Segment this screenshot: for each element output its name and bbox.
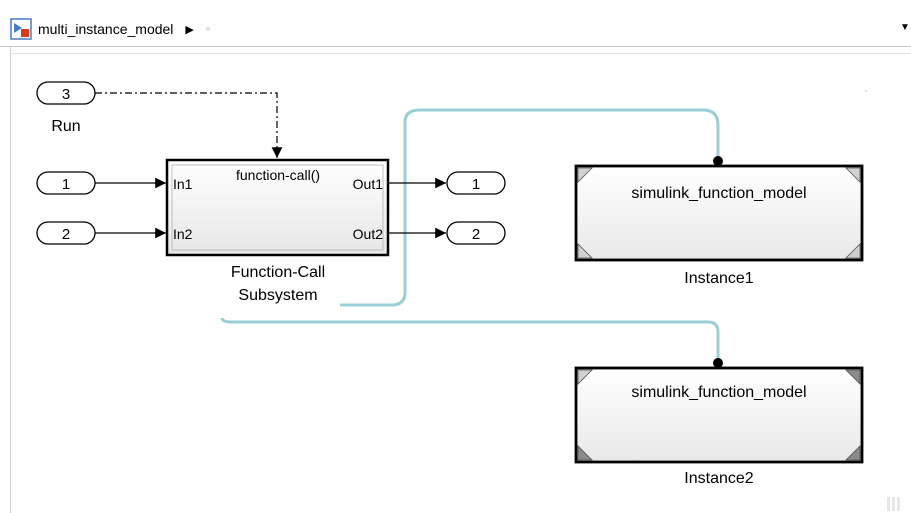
inport-run[interactable]: 3 Run — [36, 81, 96, 135]
resize-grip[interactable] — [887, 497, 900, 511]
inport-1[interactable]: 1 — [36, 171, 96, 195]
outport-1-number: 1 — [472, 176, 480, 193]
function-call-subsystem-block[interactable]: function-call() In1 In2 Out1 Out2 — [165, 158, 390, 257]
subsystem-name-line2[interactable]: Subsystem — [238, 287, 317, 304]
inport-run-number: 3 — [62, 86, 70, 103]
breadcrumb-separator — [205, 27, 210, 31]
inport-run-label: Run — [51, 118, 80, 135]
breadcrumb-arrow-icon[interactable]: ▶ — [185, 23, 194, 36]
editor-toolbar: multi_instance_model ▶ ▼ — [0, 0, 911, 47]
outport-1[interactable]: 1 — [446, 171, 506, 195]
subsystem-in2-port-label: In2 — [173, 226, 193, 242]
subsystem-in1-port-label: In1 — [173, 176, 193, 192]
subsystem-out2-port-label: Out2 — [353, 226, 384, 242]
chevron-down-icon[interactable]: ▼ — [900, 22, 910, 33]
breadcrumb-model-name[interactable]: multi_instance_model — [38, 21, 174, 37]
instance1-label[interactable]: Instance1 — [684, 270, 753, 287]
model-reference-block-instance2[interactable]: simulink_function_model — [574, 366, 864, 464]
outport-2[interactable]: 2 — [446, 221, 506, 245]
canvas-marker — [865, 90, 867, 92]
canvas-left-border — [10, 47, 11, 513]
inport-1-number: 1 — [62, 176, 70, 193]
model-reference-block-instance1[interactable]: simulink_function_model — [574, 164, 864, 262]
breadcrumb[interactable]: multi_instance_model ▶ — [10, 17, 210, 41]
subsystem-name-line1[interactable]: Function-Call — [231, 264, 325, 281]
subsystem-out1-port-label: Out1 — [353, 176, 384, 192]
model-icon — [10, 18, 32, 40]
instance2-label[interactable]: Instance2 — [684, 470, 753, 487]
function-connections — [220, 108, 723, 368]
outport-2-number: 2 — [472, 226, 480, 243]
canvas-top-border — [10, 53, 911, 54]
function-connection-instance2[interactable] — [220, 317, 720, 362]
function-connection-dot — [713, 156, 723, 166]
inport-2[interactable]: 2 — [36, 221, 96, 245]
model-reference-name: simulink_function_model — [631, 384, 806, 401]
trigger-signal-line[interactable] — [95, 92, 283, 158]
inport-2-number: 2 — [62, 226, 70, 243]
model-reference-name: simulink_function_model — [631, 185, 806, 202]
function-connection-instance1[interactable] — [340, 108, 720, 307]
function-connection-dot — [713, 358, 723, 368]
subsystem-trigger-port-label: function-call() — [236, 167, 320, 183]
